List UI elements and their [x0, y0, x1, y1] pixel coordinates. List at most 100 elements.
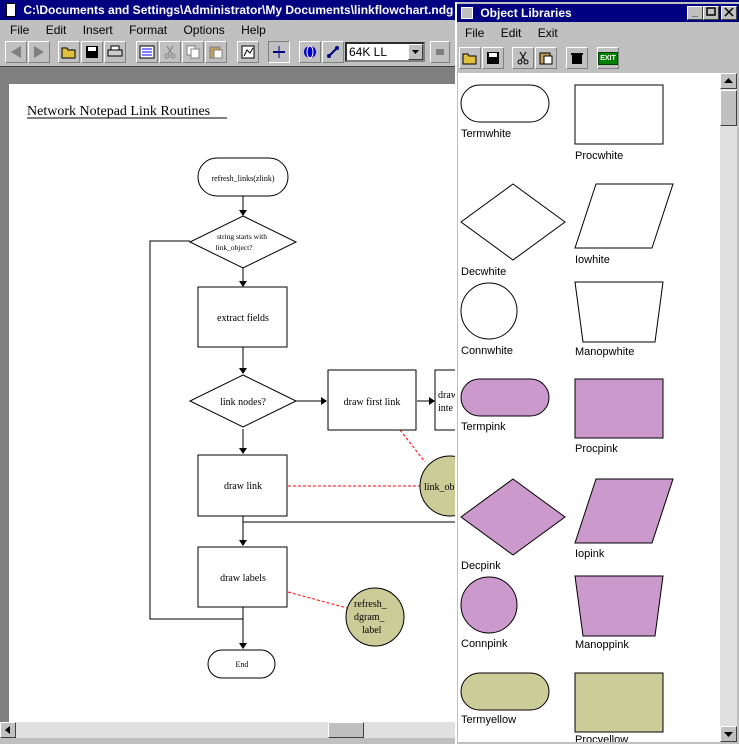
connector-link-ob[interactable] — [419, 455, 455, 517]
loop-line — [149, 240, 243, 620]
arrow-left-icon — [5, 726, 10, 734]
menu-help[interactable]: Help — [241, 23, 266, 37]
library-open-button[interactable] — [459, 47, 481, 69]
library-menu-exit[interactable]: Exit — [537, 26, 558, 40]
library-scroll-thumb[interactable] — [720, 90, 737, 126]
shape-iopink[interactable] — [574, 478, 674, 544]
shape-connwhite[interactable] — [460, 282, 518, 340]
connector-button[interactable] — [268, 41, 290, 63]
scroll-thumb[interactable] — [328, 722, 364, 738]
process-draw-first-link[interactable] — [327, 369, 417, 431]
connector-refresh[interactable] — [345, 587, 405, 647]
app-icon[interactable] — [6, 3, 16, 17]
draw-link-label: draw link — [224, 481, 262, 492]
shape-termwhite[interactable] — [460, 84, 550, 123]
arrow-down-icon — [724, 732, 733, 737]
graph-icon — [241, 45, 255, 59]
shape-iowhite[interactable] — [574, 183, 674, 249]
graph-button[interactable] — [237, 41, 259, 63]
trash-icon — [571, 53, 583, 64]
decision-link-object[interactable] — [188, 215, 298, 269]
library-paste-button[interactable] — [535, 47, 557, 69]
label-procwhite: Procwhite — [575, 150, 624, 162]
flowchart: Network Notepad Link Routines refresh_li… — [27, 104, 455, 679]
save-button[interactable] — [81, 41, 103, 63]
end-label: End — [236, 660, 249, 669]
label-decpink: Decpink — [461, 560, 501, 572]
library-title-bar[interactable]: Object Libraries _ — [457, 4, 739, 22]
close-icon — [724, 7, 734, 17]
library-save-button[interactable] — [482, 47, 504, 69]
extract-label: extract fields — [217, 313, 269, 324]
menu-options[interactable]: Options — [183, 23, 225, 37]
process-extract-fields[interactable] — [197, 286, 288, 348]
back-button[interactable] — [5, 41, 27, 63]
arrow-left-icon — [11, 46, 21, 58]
folder-open-icon — [462, 53, 477, 65]
forward-button[interactable] — [28, 41, 50, 63]
list-icon — [139, 45, 155, 59]
zoom-select[interactable]: 64K LL — [345, 42, 425, 62]
properties-button[interactable] — [136, 41, 158, 63]
scroll-left-button[interactable] — [0, 722, 16, 738]
library-app-icon — [461, 7, 473, 19]
library-exit-button[interactable]: EXIT — [597, 47, 619, 69]
arrow-head — [429, 397, 435, 405]
shape-termyellow[interactable] — [460, 672, 550, 711]
library-delete-button[interactable] — [566, 47, 588, 69]
main-menu-bar: File Edit Insert Format Options Help — [10, 22, 279, 38]
scroll-down-button[interactable] — [720, 726, 737, 742]
shape-manoppink[interactable] — [574, 575, 664, 637]
close-button[interactable] — [721, 6, 737, 20]
floppy-disk-icon — [487, 52, 499, 64]
link-button[interactable] — [322, 41, 344, 63]
process-draw-link[interactable] — [197, 454, 288, 517]
shape-procpink[interactable] — [574, 378, 664, 439]
arrow-head — [239, 368, 247, 374]
process-draw-inter[interactable] — [434, 369, 455, 431]
process-draw-labels[interactable] — [197, 546, 288, 608]
extra-tool-button[interactable] — [430, 41, 450, 63]
main-horizontal-scrollbar[interactable] — [0, 722, 455, 738]
annotation-link — [287, 591, 348, 609]
menu-file[interactable]: File — [10, 23, 30, 37]
label-termwhite: Termwhite — [461, 128, 512, 140]
menu-insert[interactable]: Insert — [82, 23, 113, 37]
start-terminator[interactable] — [197, 157, 289, 197]
menu-edit[interactable]: Edit — [45, 23, 67, 37]
shape-connpink[interactable] — [460, 576, 518, 634]
shape-decwhite[interactable] — [460, 183, 566, 261]
copy-icon — [186, 45, 200, 59]
zoom-dropdown-button[interactable] — [408, 44, 423, 60]
copy-button[interactable] — [182, 41, 204, 63]
draw-first-label: draw first link — [344, 397, 401, 408]
open-button[interactable] — [58, 41, 80, 63]
draw-inter-label-2: inte — [438, 403, 454, 414]
decision-link-nodes[interactable] — [188, 374, 298, 428]
shape-procyellow[interactable] — [574, 672, 664, 733]
maximize-button[interactable] — [703, 6, 719, 20]
refresh-label-3: label — [362, 625, 382, 636]
library-vertical-scrollbar[interactable] — [720, 73, 737, 742]
library-toolbar: EXIT — [457, 46, 739, 70]
end-terminator[interactable] — [207, 649, 276, 679]
shape-termpink[interactable] — [460, 378, 550, 417]
shape-decpink[interactable] — [460, 478, 566, 556]
library-cut-button[interactable] — [512, 47, 534, 69]
shape-procwhite[interactable] — [574, 84, 664, 145]
cut-button[interactable] — [159, 41, 181, 63]
minimize-button[interactable]: _ — [687, 6, 703, 20]
label-iopink: Iopink — [575, 548, 605, 560]
library-menu-edit[interactable]: Edit — [500, 26, 522, 40]
menu-format[interactable]: Format — [129, 23, 168, 37]
print-button[interactable] — [104, 41, 126, 63]
network-button[interactable] — [299, 41, 321, 63]
arrow-right-icon — [34, 46, 44, 58]
paste-button[interactable] — [205, 41, 227, 63]
label-connwhite: Connwhite — [461, 345, 513, 357]
arrow-head — [321, 397, 327, 405]
link-ob-label: link_ob — [424, 482, 455, 493]
shape-manopwhite[interactable] — [574, 281, 664, 343]
scroll-up-button[interactable] — [720, 73, 737, 89]
library-menu-file[interactable]: File — [465, 26, 485, 40]
